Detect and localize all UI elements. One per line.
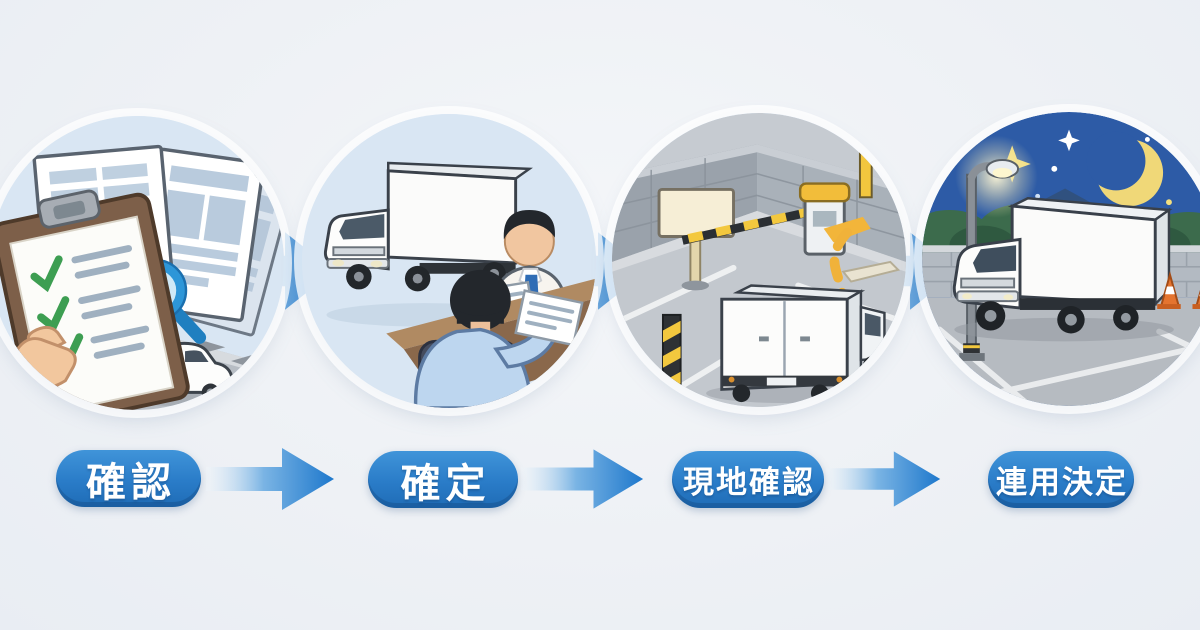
step-4-label-pill: 連用決定 <box>988 451 1134 508</box>
contract-meeting-illustration <box>302 114 596 408</box>
crescent-moon-icon <box>1086 131 1164 207</box>
step-3-label-pill: 現地確認 <box>672 451 824 508</box>
step-2-label-pill: 確定 <box>368 451 518 508</box>
step-1-illustration-circle <box>0 116 284 410</box>
label-arrow-2-icon <box>521 444 645 514</box>
hand-holding-clipboard <box>0 325 77 410</box>
person-back-view <box>413 269 584 408</box>
parking-lines <box>936 326 1200 406</box>
step-3-illustration-circle <box>612 113 906 407</box>
barrier-gate-arm <box>681 206 815 245</box>
document-check-illustration <box>0 116 284 410</box>
paper-in-hand <box>514 289 584 347</box>
step-1-label-pill: 確認 <box>56 450 201 507</box>
label-arrow-3-icon <box>826 444 942 514</box>
parked-truck-icon <box>952 196 1174 342</box>
night-parking-illustration <box>922 112 1200 406</box>
step-2-illustration-circle <box>302 114 596 408</box>
curb-slab <box>841 260 901 283</box>
site-gate-check-illustration <box>612 113 906 407</box>
traffic-cone-icons <box>1157 271 1200 309</box>
step-4-illustration-circle <box>922 112 1200 406</box>
label-arrow-1-icon <box>203 444 339 514</box>
yellow-post <box>858 143 873 199</box>
truck-rear-icon <box>706 284 886 404</box>
